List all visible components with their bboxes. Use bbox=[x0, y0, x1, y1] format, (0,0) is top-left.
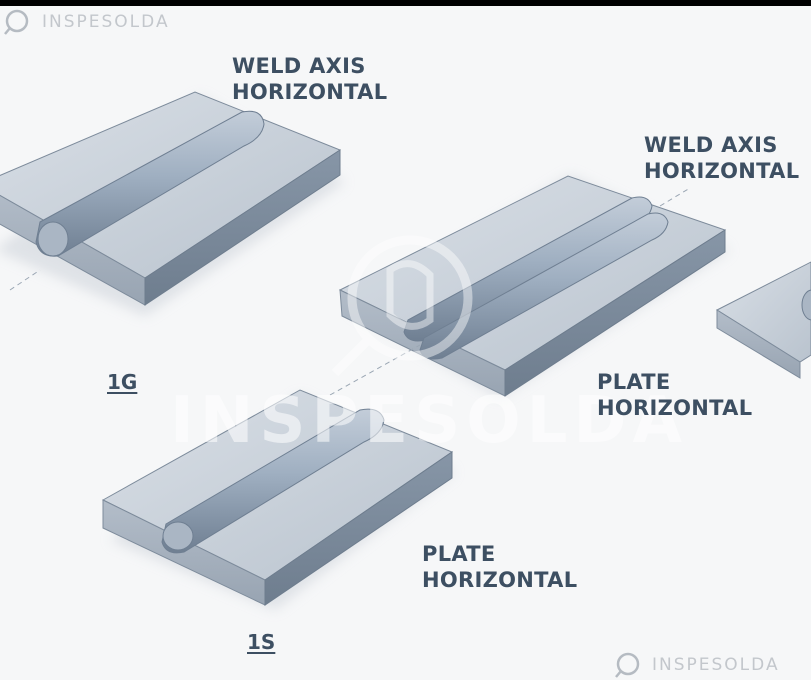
top-black-bar bbox=[0, 0, 811, 6]
watermark-logo bbox=[331, 235, 473, 377]
inspesolda-logo-icon bbox=[615, 652, 640, 678]
weld-bead-2 bbox=[419, 212, 669, 360]
weld-bead-end bbox=[162, 521, 194, 551]
position-label-1g: 1G bbox=[107, 370, 138, 394]
label-plate-bottom: PLATE HORIZONTAL bbox=[422, 542, 578, 592]
label-weld-axis-top: WELD AXIS HORIZONTAL bbox=[232, 54, 388, 104]
plate-center bbox=[329, 175, 730, 398]
plate-1g bbox=[0, 91, 345, 316]
inspesolda-logo-icon bbox=[4, 9, 29, 35]
watermark-brand-bottom: INSPESOLDA bbox=[652, 655, 780, 675]
label-plate-mid: PLATE HORIZONTAL bbox=[597, 370, 753, 420]
watermark-brand-center: INSPESOLDA bbox=[170, 384, 689, 458]
weld-bead bbox=[161, 408, 385, 554]
label-weld-axis-right: WELD AXIS HORIZONTAL bbox=[644, 133, 800, 183]
weld-bead bbox=[35, 110, 265, 257]
watermark-brand-top: INSPESOLDA bbox=[42, 12, 170, 32]
plate-1s bbox=[101, 389, 455, 610]
weld-bead-end bbox=[801, 289, 811, 321]
weld-bead-end bbox=[37, 221, 69, 257]
position-label-1s: 1S bbox=[247, 630, 276, 654]
plate-right-partial bbox=[715, 261, 811, 379]
